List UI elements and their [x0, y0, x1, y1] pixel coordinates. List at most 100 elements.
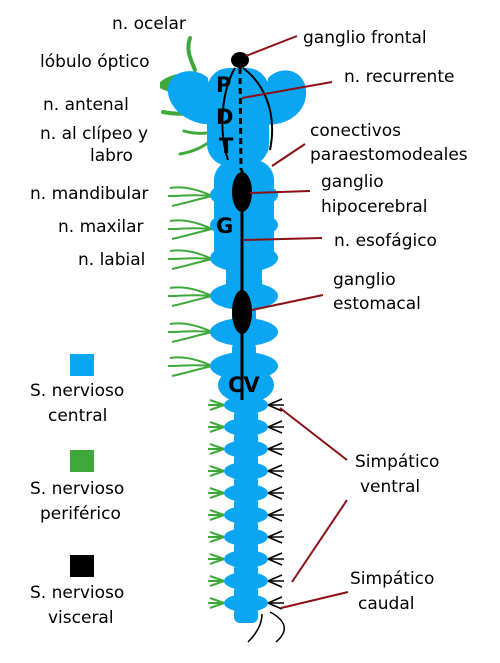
- sympathetic-nerve-right: [267, 574, 284, 588]
- peripheral-nerve-left: [208, 443, 225, 455]
- label-simp-caudal-1: Simpático: [350, 569, 434, 589]
- ventral-sympathetic-nerves: [247, 398, 285, 643]
- legend-swatch-central: [70, 354, 94, 376]
- visceral-nervous-system: [221, 52, 274, 400]
- legend-visceral-line1: S. nervioso: [30, 583, 124, 603]
- leader-caudal: [280, 591, 349, 609]
- peripheral-nerve-left: [208, 421, 225, 433]
- peripheral-nerve-left: [208, 509, 225, 521]
- label-labial: n. labial: [78, 250, 145, 270]
- legend-visceral-line2: visceral: [48, 608, 114, 628]
- brain-core: [207, 68, 269, 166]
- legend-peripheral-line1: S. nervioso: [30, 479, 124, 499]
- abdominal-ganglion: [224, 396, 268, 414]
- peripheral-nerve-bundle: [167, 186, 213, 207]
- label-clipeo-2: labro: [90, 146, 133, 166]
- caudal-sympathetic-nerve: [247, 611, 285, 643]
- peripheral-nerve-left: [208, 553, 225, 565]
- peripheral-nerve-bundle: [167, 322, 213, 343]
- abdominal-ganglion: [224, 528, 268, 546]
- recurrent-nerve: [238, 67, 243, 171]
- peripheral-nerve-bundle: [167, 219, 213, 240]
- label-estomacal-1: ganglio: [333, 270, 396, 290]
- cv-ganglion: [218, 367, 274, 403]
- label-conectivos-2: paraestomodeales: [310, 145, 468, 165]
- leader-lines: [241, 35, 349, 609]
- label-mandibular: n. mandibular: [30, 184, 149, 204]
- peripheral-nerves: [167, 186, 225, 609]
- letter-CV: CV: [228, 373, 260, 397]
- abdominal-ganglion: [224, 572, 268, 590]
- abdominal-ganglion: [224, 462, 268, 480]
- label-recurrente: n. recurrente: [344, 67, 454, 87]
- label-estomacal-2: estomacal: [333, 294, 421, 314]
- peripheral-nerve-left: [208, 487, 225, 499]
- subesophageal-bulge: [210, 244, 278, 272]
- label-maxilar: n. maxilar: [58, 217, 143, 237]
- letter-P: P: [216, 73, 231, 97]
- sympathetic-nerve-right: [267, 398, 284, 412]
- leader-recurrente: [241, 81, 333, 99]
- label-hipocerebral-2: hipocerebral: [321, 197, 428, 217]
- label-simp-ventral-2: ventral: [360, 477, 420, 497]
- sympathetic-nerve-right: [267, 552, 284, 566]
- peripheral-nerve-bundle: [167, 356, 213, 377]
- peripheral-nerve-left: [208, 575, 225, 587]
- label-hipocerebral-1: ganglio: [321, 172, 384, 192]
- label-clipeo-1: n. al clípeo y: [40, 124, 148, 144]
- leader-frontal: [245, 35, 298, 57]
- leader-esofagico: [243, 237, 323, 241]
- peripheral-nerve-bundle: [167, 286, 213, 307]
- peripheral-nerve-bundle: [167, 249, 213, 270]
- hypocerebral-ganglion: [232, 172, 252, 212]
- label-antenal: n. antenal: [43, 95, 129, 115]
- legend-central-line1: S. nervioso: [30, 381, 124, 401]
- frontal-ganglion: [231, 52, 249, 68]
- stomachal-ganglion: [232, 290, 252, 334]
- legend-swatch-visceral: [70, 555, 94, 577]
- label-optico: lóbulo óptico: [40, 52, 150, 72]
- leader-conectivos: [271, 143, 306, 167]
- peripheral-nerve-left: [208, 531, 225, 543]
- sympathetic-nerve-right: [267, 508, 284, 522]
- sympathetic-nerve-right: [267, 530, 284, 544]
- abdominal-connective: [234, 607, 258, 623]
- paraestomodeal-connective-left: [221, 67, 236, 161]
- brain-right-lobe: [262, 70, 307, 125]
- abdominal-ganglion: [224, 484, 268, 502]
- letter-G: G: [216, 214, 233, 238]
- legend-central-line2: central: [48, 406, 107, 426]
- subesophageal-bulge: [210, 211, 278, 239]
- label-esofagico: n. esofágico: [334, 231, 437, 251]
- paraestomodeal-connective-right: [242, 67, 274, 151]
- label-ocelar: n. ocelar: [112, 14, 186, 34]
- sympathetic-nerve-right: [267, 442, 284, 456]
- sympathetic-nerve-right: [267, 464, 284, 478]
- sympathetic-nerve-right: [267, 486, 284, 500]
- legend-swatch-peripheral: [70, 450, 94, 472]
- sympathetic-nerve-right: [267, 420, 284, 434]
- label-simp-ventral-1: Simpático: [355, 452, 439, 472]
- sympathetic-nerve-right: [267, 596, 284, 610]
- letter-T: T: [219, 134, 234, 158]
- letter-D: D: [216, 105, 233, 129]
- label-frontal: ganglio frontal: [303, 28, 427, 48]
- abdominal-ganglion: [224, 418, 268, 436]
- ocellar-nerve: [186, 36, 197, 72]
- leader-ventral-2: [291, 499, 348, 583]
- abdominal-ganglion: [224, 550, 268, 568]
- peripheral-nerve-left: [208, 597, 225, 609]
- leader-estomacal: [251, 294, 324, 311]
- abdominal-ganglion: [224, 594, 268, 612]
- abdominal-ganglion: [224, 440, 268, 458]
- legend: S. nervioso central S. nervioso periféri…: [30, 354, 124, 628]
- brain-left-lobe: [167, 71, 212, 125]
- label-conectivos-1: conectivos: [310, 121, 401, 141]
- abdominal-ganglion: [224, 506, 268, 524]
- label-simp-caudal-2: caudal: [358, 594, 414, 614]
- peripheral-nerve-left: [208, 399, 225, 411]
- leader-ventral-1: [279, 407, 348, 461]
- peripheral-nerve-left: [208, 465, 225, 477]
